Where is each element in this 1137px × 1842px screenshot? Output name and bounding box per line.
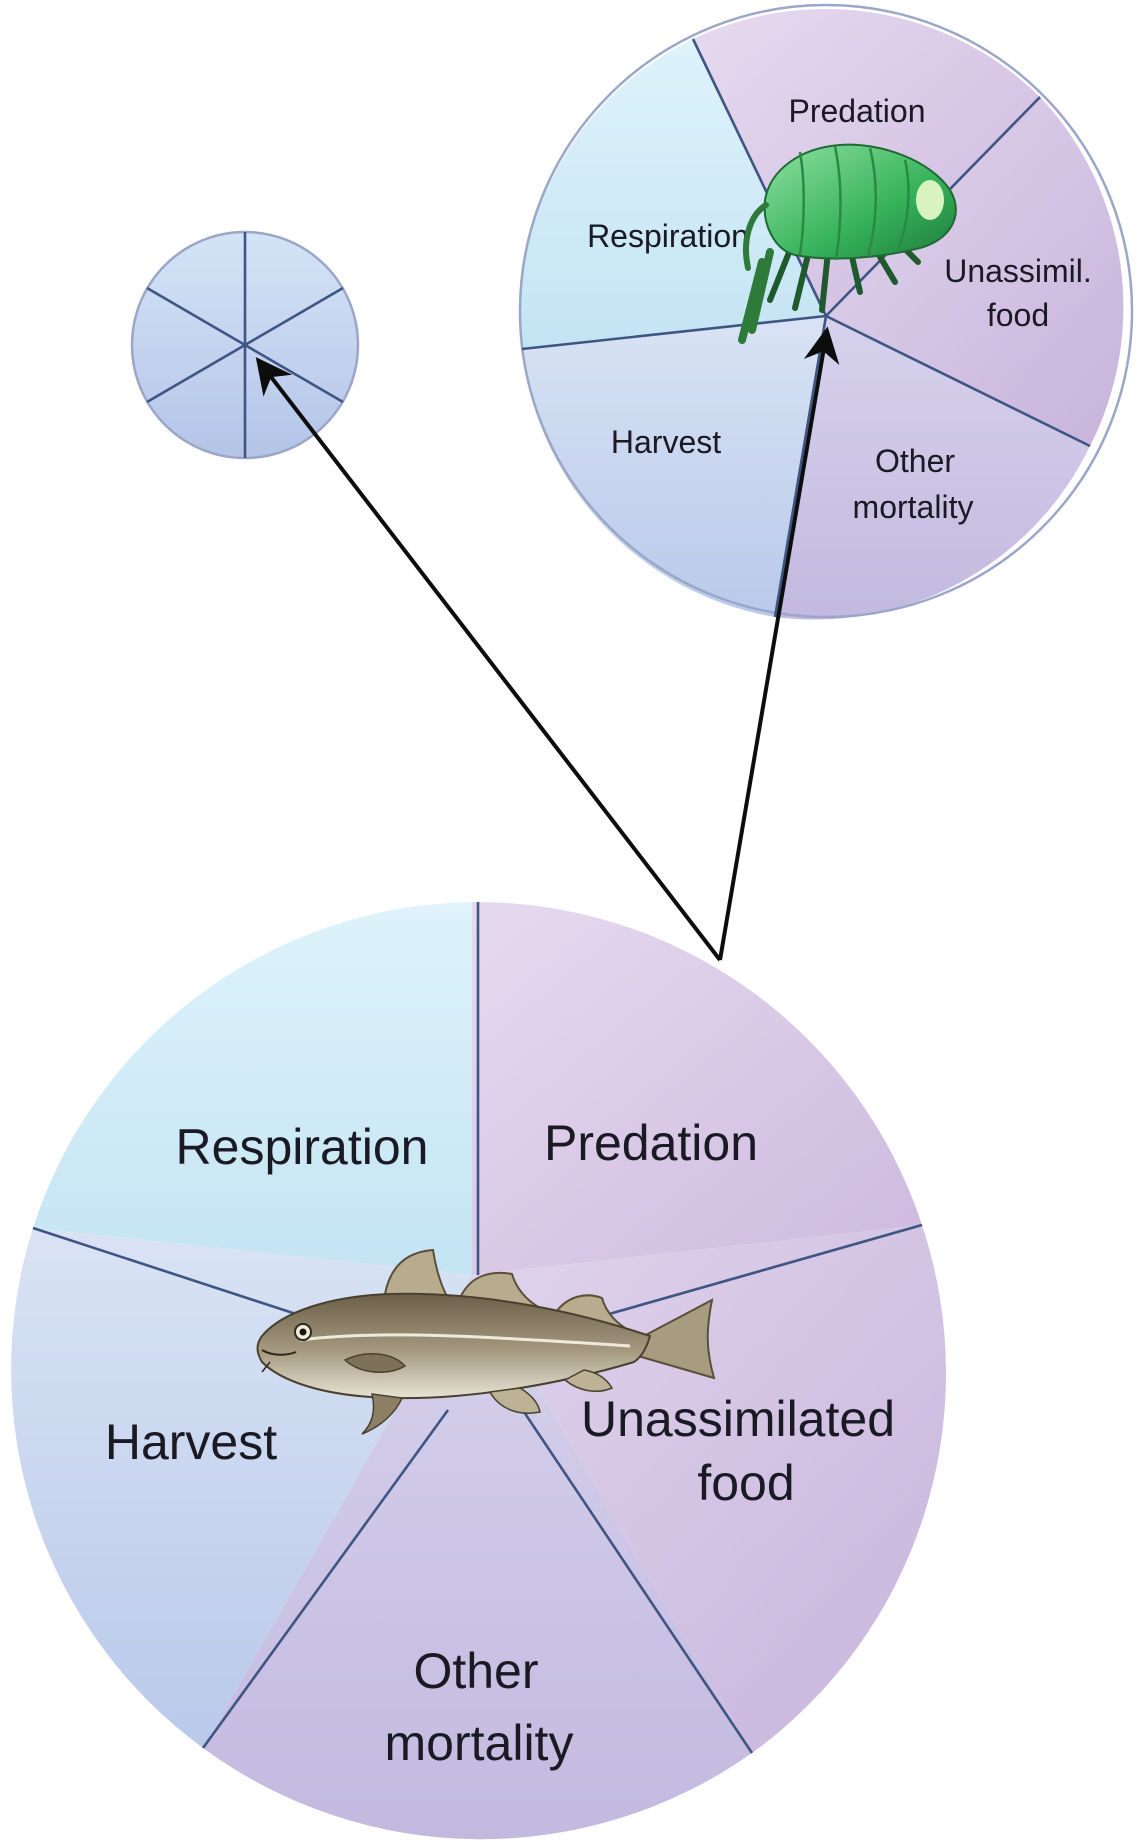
amphipod-respiration-label: Respiration — [587, 218, 749, 254]
small-pie — [132, 232, 358, 458]
fish-other-mortality-label-line2: mortality — [385, 1715, 574, 1771]
fish-predation-slice — [472, 902, 922, 1275]
amphipod-other-mortality-label-line2: mortality — [853, 489, 974, 525]
amphipod-predation-label: Predation — [789, 93, 926, 129]
amphipod-other-mortality-label-line1: Other — [875, 443, 955, 479]
fish-respiration-slice — [33, 902, 472, 1275]
amphipod-harvest-slice — [522, 316, 826, 617]
amphipod-unassimilated-label-line1: Unassimil. — [944, 253, 1092, 289]
amphipod-unassimilated-label-line2: food — [987, 297, 1049, 333]
fish-respiration-label: Respiration — [176, 1119, 429, 1175]
fish-harvest-label: Harvest — [105, 1414, 277, 1470]
fish-pie: Respiration Predation Unassimilated food… — [11, 902, 946, 1839]
fish-predation-label: Predation — [544, 1115, 758, 1171]
amphipod-pie: Predation Respiration Unassimil. food Ha… — [520, 5, 1132, 620]
amphipod-harvest-label: Harvest — [611, 424, 721, 460]
fish-unassimilated-label-line1: Unassimilated — [581, 1391, 895, 1447]
fish-other-mortality-label-line1: Other — [413, 1643, 538, 1699]
fish-unassimilated-label-line2: food — [697, 1455, 794, 1511]
